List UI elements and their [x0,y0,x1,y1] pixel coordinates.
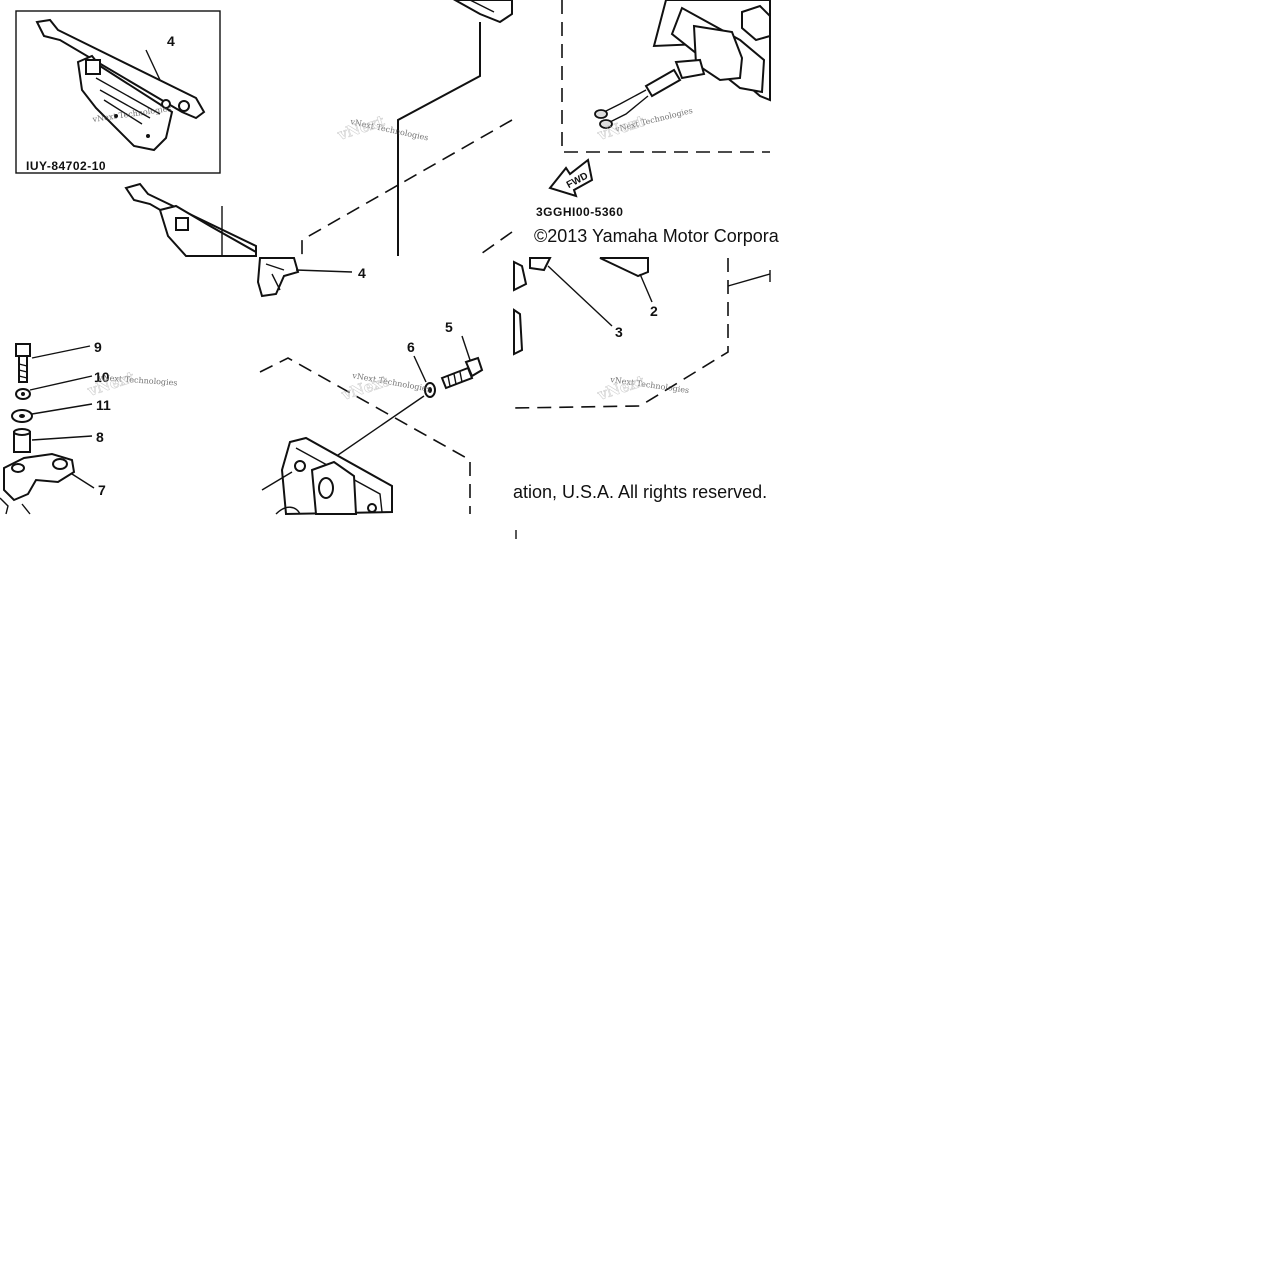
upper-lamp-assembly [561,0,771,153]
inset-part-code: IUY-84702-10 [26,159,106,173]
callout-7: 7 [98,482,106,498]
callout-6: 6 [407,339,415,355]
copyright-start: ©2013 Yamaha Motor Corpora [534,226,780,246]
upper-bracket-assembly [124,0,513,257]
watermark-logo: vNext [85,368,137,400]
inset-box: 4 IUY-84702-10 [15,10,221,174]
inset-frame [15,10,221,174]
callout-5: 5 [445,319,453,335]
watermark-logo: vNext [335,112,387,144]
watermarks: vNext Technologies vNext Technologies vN… [84,104,693,404]
lower-lamp-assembly [259,357,471,516]
bracket-callout-4: 4 [256,257,366,298]
fwd-arrow: FWD [548,158,594,198]
callout-3: 3 [615,324,623,340]
callout-9: 9 [94,339,102,355]
small-parts-stack: 9 10 11 8 7 [0,339,111,515]
inset-leader-line [145,49,161,81]
inset-callout-number: 4 [167,33,175,49]
callout-4: 4 [358,265,366,281]
callout-10: 10 [94,369,110,385]
copyright-end: ation, U.S.A. All rights reserved. [513,482,767,502]
inset-bracket-drawing [35,18,206,152]
callout-8: 8 [96,429,104,445]
bolt-washer-group: 5 6 [321,319,484,467]
diagram-code: 3GGHI00-5360 [536,205,623,219]
right-lamp-assembly: 2 3 [513,257,771,409]
callout-2: 2 [650,303,658,319]
callout-11: 11 [96,397,111,413]
